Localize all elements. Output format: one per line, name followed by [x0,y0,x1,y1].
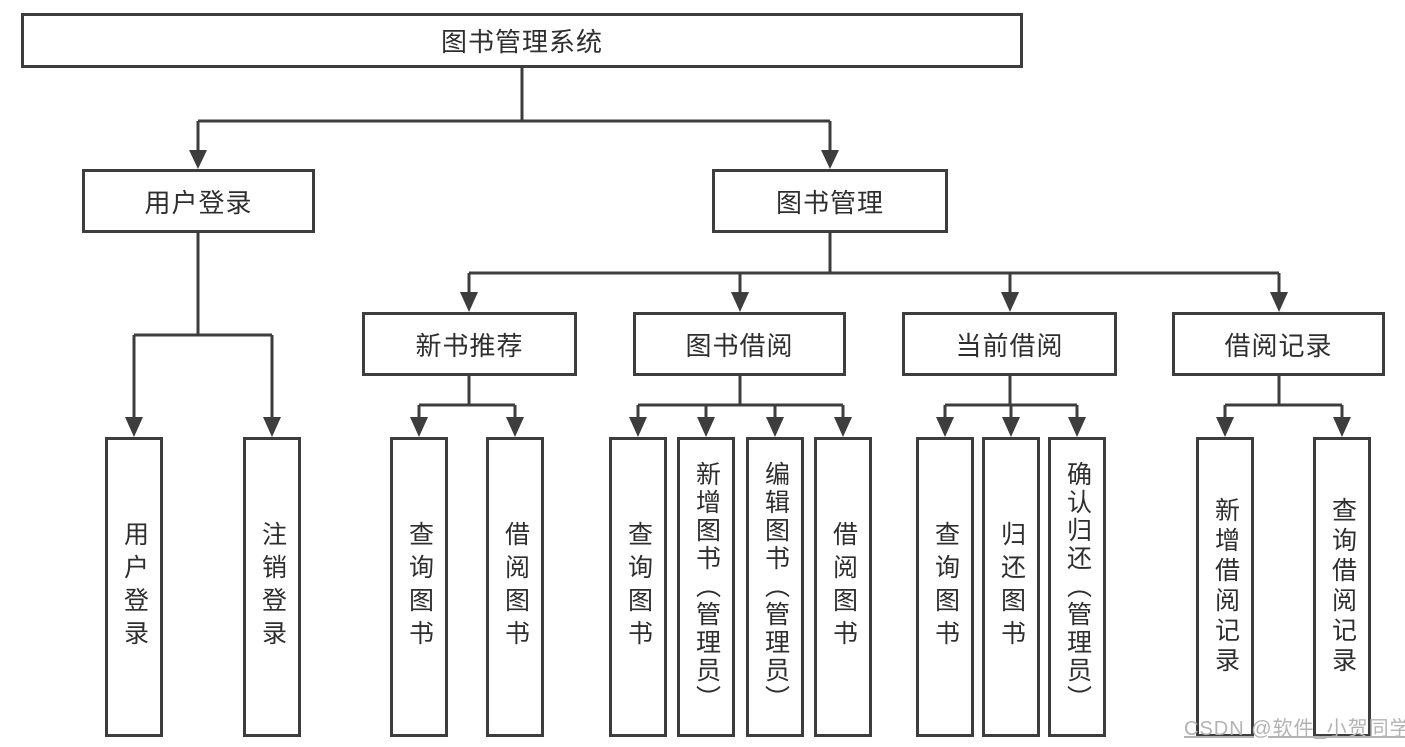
leaf-label: 查询图书 [931,521,960,653]
node-label: 新书推荐 [415,330,524,361]
node-label: 图书管理系统 [440,27,603,57]
connector-current-borrow-split [936,376,1086,437]
node-borrowing-records: 借阅记录 [1172,312,1385,376]
leaf-label: 查询图书 [624,521,653,653]
leaf-label: 确认归还（管理员） [1063,461,1092,713]
leaf-query-borrow-record: 查询借阅记录 [1313,437,1371,737]
node-label: 当前借阅 [955,330,1064,361]
node-root-library-system: 图书管理系统 [21,13,1023,68]
leaf-label: 借阅图书 [829,521,858,653]
node-label: 图书借阅 [685,330,794,361]
node-label: 借阅记录 [1224,330,1333,361]
leaf-query-books-borrow: 查询图书 [609,437,667,737]
csdn-watermark: CSDN @软件_小贺同学 [1184,718,1405,740]
leaf-add-borrow-record: 新增借阅记录 [1196,437,1254,737]
leaf-logout: 注销登录 [243,437,301,737]
leaf-label: 编辑图书（管理员） [761,461,790,713]
leaf-query-books-current: 查询图书 [916,437,974,737]
node-label: 图书管理 [775,187,884,218]
leaf-borrow-books-recommend: 借阅图书 [486,437,544,737]
leaf-borrow-books: 借阅图书 [814,437,872,737]
connector-root-split [189,68,839,169]
node-label: 用户登录 [144,187,253,218]
leaf-label: 新增图书（管理员） [692,461,721,713]
node-current-borrowing: 当前借阅 [902,312,1117,376]
leaf-confirm-return-admin: 确认归还（管理员） [1048,437,1106,737]
node-book-management: 图书管理 [712,169,948,233]
connector-book-mgmt-split [460,233,1288,312]
leaf-label: 用户登录 [120,521,149,653]
leaf-edit-books-admin: 编辑图书（管理员） [746,437,804,737]
leaf-label: 注销登录 [258,521,287,653]
node-user-login-branch: 用户登录 [82,169,315,233]
connector-new-book-split [410,376,524,437]
leaf-add-books-admin: 新增图书（管理员） [677,437,735,737]
leaf-label: 新增借阅记录 [1211,497,1240,677]
leaf-return-books: 归还图书 [982,437,1040,737]
leaf-label: 查询图书 [405,521,434,653]
node-new-book-recommend: 新书推荐 [362,312,577,376]
connector-book-borrow-split [629,376,852,437]
leaf-label: 借阅图书 [501,521,530,653]
leaf-user-login: 用户登录 [105,437,163,737]
leaf-query-books-recommend: 查询图书 [390,437,448,737]
node-book-borrowing: 图书借阅 [633,312,846,376]
leaf-label: 归还图书 [997,521,1026,653]
leaf-label: 查询借阅记录 [1328,497,1357,677]
connector-user-login-split [125,233,281,437]
connector-borrow-records-split [1216,376,1351,437]
